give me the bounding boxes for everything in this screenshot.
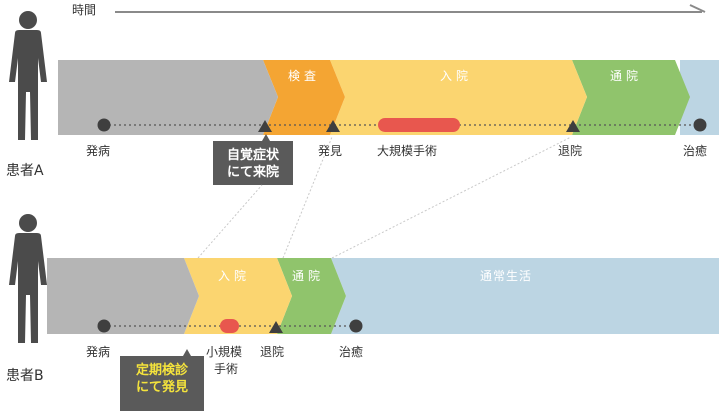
callout-a-line-1: 自覚症状 [226, 148, 279, 163]
callout-b-line-1: 定期検診 [135, 363, 188, 378]
callout-b-pointer [183, 349, 191, 356]
patient-b-stage-onset [47, 258, 199, 334]
patient-a-stage-exam [263, 60, 345, 135]
patient-b-stage-normal [331, 258, 719, 334]
patient-a-marker-discovery: 発見 [318, 144, 343, 158]
patient-a-marker-surgery: 大規模手術 [377, 144, 438, 158]
patient-a-marker-onset: 発病 [86, 144, 111, 158]
patient-b-timeline [47, 258, 719, 334]
patient-b-surgery-bar [220, 319, 239, 333]
patient-b-stage-outpatient-label: 通院 [292, 269, 325, 283]
patient-a-surgery-bar [378, 118, 460, 132]
patient-a-stage-hospital [330, 60, 587, 135]
patient-a-stage-hospital-label: 入院 [440, 69, 473, 83]
callout-a-box [213, 141, 293, 185]
patient-b-onset-dot [97, 319, 111, 333]
patient-b-cure-dot [349, 319, 363, 333]
patient-b-discharge-triangle [269, 321, 283, 333]
patient-a-cure-dot [693, 118, 707, 132]
patient-a-stage-outpatient-label: 通院 [610, 69, 643, 83]
patient-b-stage-hospital-label: 入院 [218, 269, 251, 283]
guide-line-3 [331, 136, 572, 259]
patient-a-discovery-triangle [326, 120, 340, 132]
patient-b-stage-hospital [184, 258, 292, 334]
patient-b-stage-normal-label: 通常生活 [480, 269, 533, 283]
patient-a-silhouette-icon [9, 11, 47, 140]
callout-a: 自覚症状 にて来院 [213, 141, 293, 181]
patient-a-name: 患者A [6, 163, 44, 179]
patient-b-stage-outpatient [277, 258, 346, 334]
patient-a-onset-dot [97, 118, 111, 132]
patient-a-visit-triangle [258, 120, 272, 132]
patient-a-timeline [58, 60, 719, 135]
patient-b-silhouette-icon [9, 214, 47, 343]
guide-line-2 [282, 136, 333, 259]
patient-a-stage-onset [58, 60, 278, 135]
patient-a-marker-discharge: 退院 [558, 144, 583, 158]
patient-b-marker-cure: 治癒 [339, 345, 364, 359]
patient-b-marker-onset: 発病 [86, 345, 111, 359]
patient-b-name: 患者B [6, 368, 44, 384]
callout-b: 定期検診 にて発見 [120, 356, 204, 396]
patient-b-marker-surgery-line-1: 小規模 [206, 345, 243, 359]
patient-a-marker-cure: 治癒 [683, 144, 708, 158]
time-label: 時間 [72, 3, 97, 17]
patient-a-stage-exam-label: 検査 [288, 69, 321, 83]
callout-b-box [120, 356, 204, 411]
patient-a-stage-tail [680, 60, 719, 135]
time-arrow-head [689, 4, 706, 13]
callout-a-line-2: にて来院 [226, 165, 279, 180]
callout-a-pointer [262, 134, 270, 141]
patient-b-marker-discharge: 退院 [260, 345, 285, 359]
guide-line-1 [197, 184, 263, 259]
patient-a-discharge-triangle [566, 120, 580, 132]
callout-b-line-2: にて発見 [135, 380, 188, 395]
patient-a-stage-outpatient [572, 60, 690, 135]
patient-b-marker-surgery-line-2: 手術 [214, 362, 239, 376]
